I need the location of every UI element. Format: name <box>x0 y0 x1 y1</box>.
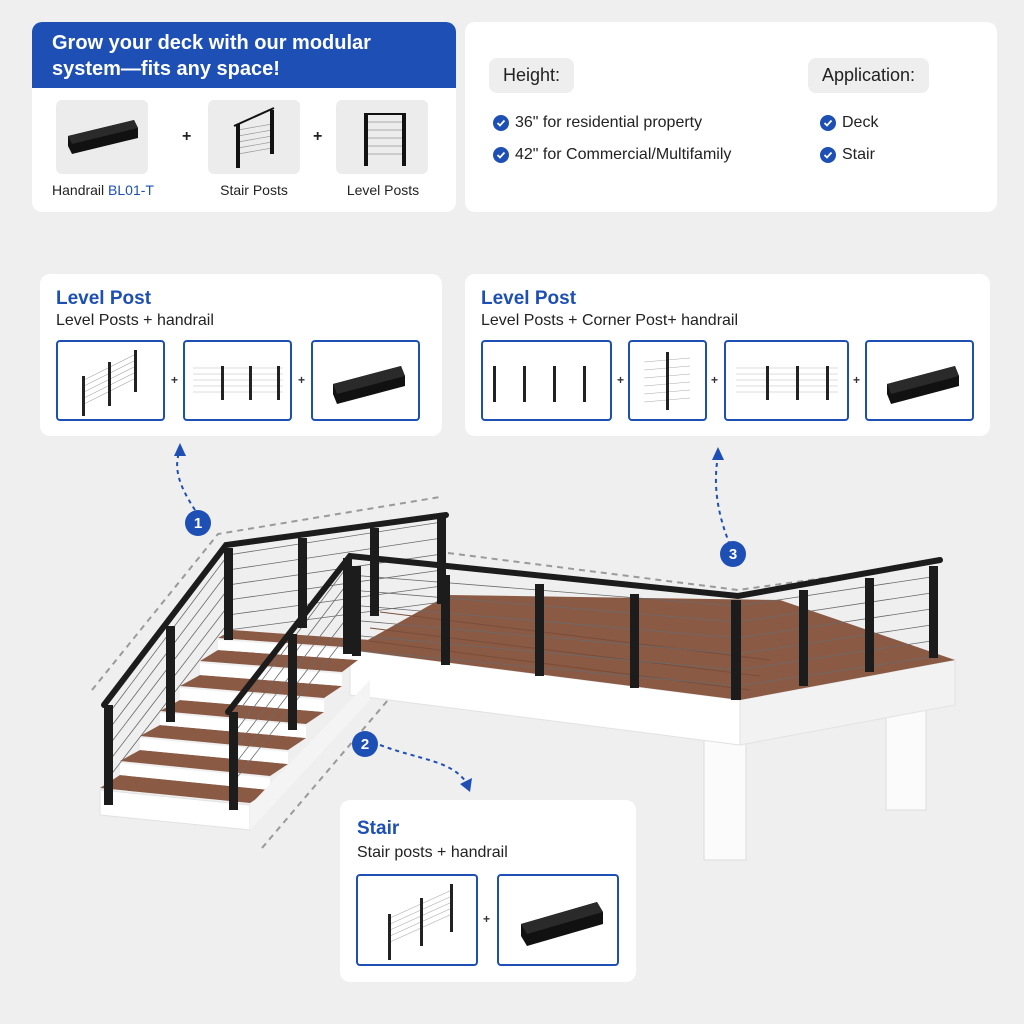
level-post-icon <box>736 366 838 400</box>
level-post-icon <box>193 366 283 400</box>
level-posts-frame <box>481 340 612 421</box>
corner-post-icon <box>643 352 691 410</box>
badge-1: 1 <box>185 510 211 536</box>
card-title: Level Post <box>56 288 152 309</box>
level-posts-frame <box>724 340 849 421</box>
banner-headline: Grow your deck with our modular system—f… <box>32 22 456 88</box>
plus-sign: + <box>617 373 625 387</box>
plus-sign: + <box>182 128 192 145</box>
stair-posts-frame <box>56 340 165 421</box>
check-icon <box>493 115 509 131</box>
plus-sign: + <box>313 128 323 145</box>
stair-posts-label: Stair Posts <box>220 182 288 198</box>
level-post-icon <box>493 366 586 402</box>
stair-card: Stair Stair posts + handrail + <box>340 800 636 982</box>
handrail-icon <box>521 902 603 946</box>
plus-sign: + <box>483 912 491 926</box>
badge-3: 3 <box>720 541 746 567</box>
modular-system-card: Grow your deck with our modular system—f… <box>32 22 456 212</box>
level-posts-thumbnail <box>336 100 428 174</box>
card-subtitle: Level Posts + handrail <box>56 312 214 329</box>
handrail-icon <box>333 366 405 404</box>
badge-2: 2 <box>352 731 378 757</box>
card-title: Stair <box>357 818 400 839</box>
application-heading: Application: <box>808 58 930 93</box>
plus-sign: + <box>711 373 719 387</box>
level-posts-frame <box>183 340 292 421</box>
stair-post-icon <box>82 350 137 416</box>
card-title: Level Post <box>481 288 577 309</box>
check-icon <box>820 147 836 163</box>
height-item: 42" for Commercial/Multifamily <box>493 146 731 164</box>
level-posts-label: Level Posts <box>346 182 420 198</box>
plus-sign: + <box>853 373 861 387</box>
level-post-icon <box>364 113 406 166</box>
handrail-frame <box>497 874 619 966</box>
plus-sign: + <box>171 373 179 387</box>
card-subtitle: Level Posts + Corner Post+ handrail <box>481 312 739 329</box>
corner-post-frame <box>628 340 707 421</box>
handrail-thumbnail <box>56 100 148 174</box>
height-item: 36" for residential property <box>493 114 702 132</box>
stair-post-icon <box>388 884 453 960</box>
stair-post-icon <box>233 107 275 168</box>
plus-sign: + <box>298 373 306 387</box>
check-icon <box>820 115 836 131</box>
handrail-frame <box>311 340 420 421</box>
check-icon <box>493 147 509 163</box>
handrail-frame <box>865 340 974 421</box>
level-post-card-3: Level Post Level Posts + Corner Post+ ha… <box>465 274 990 436</box>
specs-card: Height: Application: 36" for residential… <box>465 22 997 212</box>
application-item: Stair <box>820 146 875 164</box>
height-heading: Height: <box>489 58 575 93</box>
application-item: Deck <box>820 114 878 132</box>
handrail-icon <box>68 120 138 154</box>
handrail-icon <box>887 366 959 404</box>
stair-posts-thumbnail <box>208 100 300 174</box>
card-subtitle: Stair posts + handrail <box>357 844 508 861</box>
level-post-card-1: Level Post Level Posts + handrail + + <box>40 274 442 436</box>
stair-posts-frame <box>356 874 478 966</box>
handrail-label: Handrail BL01-T <box>52 182 154 198</box>
